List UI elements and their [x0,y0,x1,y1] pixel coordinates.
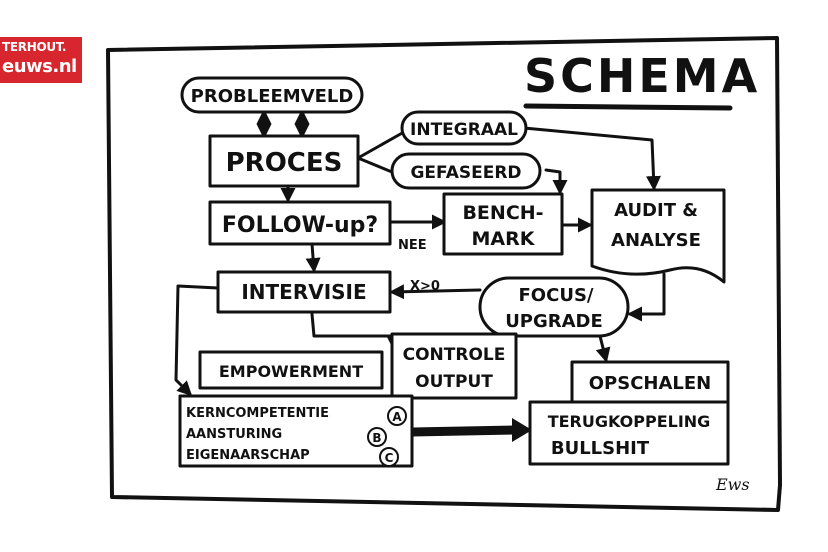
marker-c-label: C [385,451,394,465]
focus-label-2: UPGRADE [505,311,603,332]
integraal-label: INTEGRAAL [410,120,518,140]
audit-label-1: AUDIT & [614,200,698,221]
proces-label: PROCES [226,148,343,178]
marker-b-circle [367,427,387,447]
probleemveld-label: PROBLEEMVELD [191,86,354,107]
node-gefaseerd: GEFASEERD [390,152,542,190]
kern-label-3: EIGENAARSCHAP [186,448,310,463]
node-proces: PROCES [208,134,360,188]
benchmark-label-2: MARK [472,228,536,250]
newspaper-logo: TERHOUT. euws.nl [0,37,82,83]
gefaseerd-label: GEFASEERD [410,163,521,183]
node-benchmark: BENCH- MARK [442,192,564,256]
audit-label-2: ANALYSE [611,230,701,251]
node-probleemveld: PROBLEEMVELD [180,76,364,114]
node-intervisie: INTERVISIE [216,270,392,314]
terug-label-2: BULLSHIT [551,438,650,459]
node-terugkoppeling: TERUGKOPPELING BULLSHIT [528,400,730,466]
node-opschalen: OPSCHALEN [570,360,730,404]
node-kerncompetentie: KERNCOMPETENTIE AANSTURING EIGENAARSCHAP… [178,394,414,468]
benchmark-label-1: BENCH- [462,202,543,224]
logo-line-1: TERHOUT. [2,40,67,54]
node-follow-up: FOLLOW-up? [208,200,392,246]
intervisie-label: INTERVISIE [241,280,366,304]
controle-label-2: OUTPUT [415,372,493,392]
empowerment-label: EMPOWERMENT [219,362,363,381]
controle-label-1: CONTROLE [403,345,506,365]
marker-b-label: B [372,431,381,445]
diagram-frame [106,36,782,512]
edge-label-x-greater-0: X>0 [410,279,440,294]
artist-signature: Ews [715,475,750,494]
title-underline [523,103,733,111]
focus-label-1: FOCUS/ [519,285,594,306]
logo-line-2: euws.nl [2,56,77,77]
node-controle-output: CONTROLE OUTPUT [390,332,518,400]
terug-label-1: TERUGKOPPELING [548,412,711,431]
node-integraal: INTEGRAAL [400,110,528,146]
marker-c-circle [379,447,399,467]
follow-up-label: FOLLOW-up? [222,213,378,238]
node-empowerment: EMPOWERMENT [198,350,384,390]
marker-a-circle [387,406,407,426]
marker-a-label: A [392,410,402,424]
node-focus-upgrade: FOCUS/ UPGRADE [478,276,630,338]
edge-label-nee: NEE [398,238,427,253]
node-audit-analyse: AUDIT & ANALYSE [590,188,726,284]
opschalen-label: OPSCHALEN [589,373,712,394]
connectors [174,109,666,442]
diagram-title: SCHEMA [524,49,760,103]
kern-label-1: KERNCOMPETENTIE [186,406,329,421]
kern-label-2: AANSTURING [186,427,282,442]
